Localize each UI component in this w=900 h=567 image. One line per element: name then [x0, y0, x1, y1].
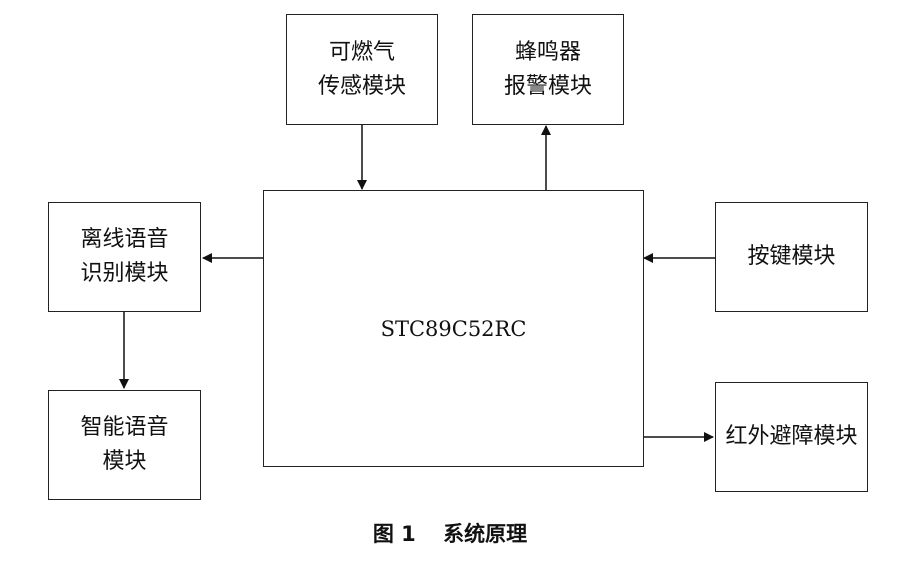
mcu-label: STC89C52RC: [380, 316, 527, 341]
smart-voice-line-1: 智能语音: [80, 415, 169, 440]
mcu-block: STC89C52RC: [263, 190, 644, 467]
smart-voice-line-2: 模块: [102, 449, 147, 474]
ir-obstacle-line-1: 红外避障模块: [725, 424, 858, 449]
keys-line-1: 按键模块: [747, 244, 836, 269]
buzzer-line-1: 蜂鸣器: [514, 39, 581, 65]
offline-voice-block: 离线语音 识别模块: [48, 202, 201, 312]
buzzer-line-2: 报警模块: [503, 73, 592, 99]
figure-title: 系统原理: [443, 522, 528, 546]
smart-voice-block: 智能语音 模块: [48, 390, 201, 500]
buzzer-alarm-block: 蜂鸣器 报警模块: [472, 14, 624, 125]
gas-sensor-block: 可燃气 传感模块: [286, 14, 438, 125]
gas-sensor-line-1: 可燃气: [328, 39, 395, 65]
figure-number: 图 1: [372, 522, 416, 546]
ir-obstacle-block: 红外避障模块: [715, 382, 868, 492]
offline-voice-line-2: 识别模块: [80, 261, 169, 286]
keys-block: 按键模块: [715, 202, 868, 312]
offline-voice-line-1: 离线语音: [80, 227, 169, 252]
gas-sensor-line-2: 传感模块: [317, 73, 406, 99]
figure-caption: 图 1 系统原理: [0, 518, 900, 548]
